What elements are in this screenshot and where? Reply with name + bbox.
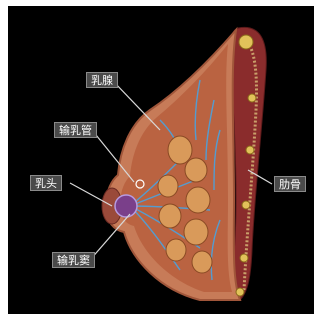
label-glands: 乳腺 (86, 72, 118, 88)
label-sinus: 输乳窦 (52, 252, 95, 268)
lobule (166, 239, 186, 261)
lobule (159, 204, 181, 228)
label-ducts: 输乳管 (54, 122, 97, 138)
rib (246, 146, 254, 154)
label-nipple: 乳头 (30, 175, 62, 191)
rib (236, 288, 244, 296)
label-ribs: 肋骨 (274, 176, 306, 192)
lobule (184, 219, 208, 245)
lobule (186, 187, 210, 213)
lobule (185, 158, 207, 182)
rib (240, 254, 248, 262)
rib (248, 94, 256, 102)
lobule (192, 251, 212, 273)
rib (242, 201, 250, 209)
lobule (158, 175, 178, 197)
lobule (168, 136, 192, 164)
rib (239, 35, 253, 49)
